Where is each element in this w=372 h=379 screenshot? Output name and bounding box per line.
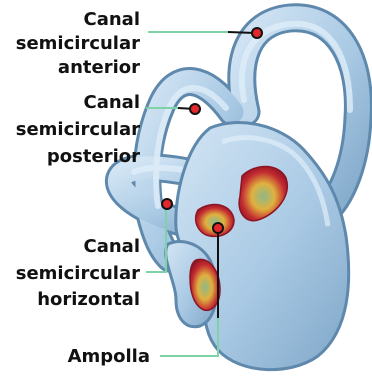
label-posterior-line2: semicircular: [16, 119, 140, 140]
marker-posterior: [190, 104, 200, 114]
label-posterior: Canal semicircular posterior: [16, 92, 140, 167]
marker-horizontal: [162, 199, 172, 209]
label-horizontal-line3: horizontal: [37, 289, 140, 310]
label-horizontal-line1: Canal: [84, 236, 141, 257]
label-posterior-line3: posterior: [47, 146, 140, 167]
label-posterior-line1: Canal: [84, 92, 141, 113]
label-anterior-line3: anterior: [58, 57, 140, 78]
marker-anterior: [252, 28, 262, 38]
label-horizontal-line2: semicircular: [16, 263, 140, 284]
label-anterior: Canal semicircular anterior: [16, 9, 140, 78]
label-anterior-line2: semicircular: [16, 33, 140, 54]
marker-ampulla: [213, 223, 223, 233]
vestibule: [166, 123, 349, 370]
label-anterior-line1: Canal: [84, 9, 141, 30]
label-ampulla: Ampolla: [68, 346, 150, 367]
label-horizontal: Canal semicircular horizontal: [16, 236, 140, 310]
